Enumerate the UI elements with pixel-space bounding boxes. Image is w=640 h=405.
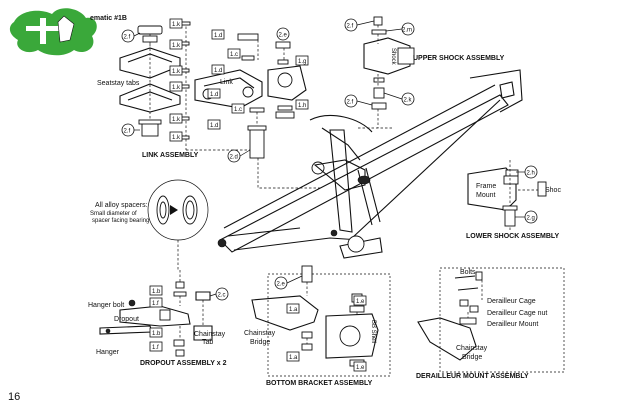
svg-text:1.g: 1.g: [298, 59, 306, 65]
svg-text:1.d: 1.d: [210, 92, 218, 98]
svg-text:2.f: 2.f: [347, 100, 354, 106]
link-callouts: 2.f 2.f 1.k 1.k 1.k 1.k 1.k 1.k 1.d 1.d …: [121, 18, 309, 163]
svg-text:1.e: 1.e: [356, 299, 365, 305]
link-label: Link: [220, 79, 233, 86]
svg-text:1.h: 1.h: [298, 103, 306, 109]
frame: [217, 69, 523, 259]
frame-mount-label-1: Frame: [476, 183, 496, 190]
brand-logo: [9, 8, 97, 56]
svg-text:1.k: 1.k: [172, 117, 181, 123]
spacer-note-1: Small diameter of: [90, 211, 137, 217]
svg-text:1.b: 1.b: [152, 289, 161, 295]
svg-text:2.g: 2.g: [527, 216, 535, 222]
svg-text:2.d: 2.d: [230, 155, 238, 161]
bottom-bracket-title: BOTTOM BRACKET ASSEMBLY: [266, 380, 373, 387]
svg-text:1.d: 1.d: [214, 33, 222, 39]
bb-shell-label: BB Shell: [370, 320, 376, 343]
seatstay-tabs-label: Seatstay tabs: [97, 80, 140, 87]
spacer-detail: [147, 179, 209, 270]
lower-shock-title: LOWER SHOCK ASSEMBLY: [466, 233, 560, 240]
upper-shock-title: UPPER SHOCK ASSEMBLY: [413, 55, 505, 62]
svg-text:1.k: 1.k: [172, 85, 181, 91]
derailleur-mount-label: Derailleur Mount: [487, 321, 538, 328]
upper-shock-assembly: [358, 16, 415, 129]
bb-callouts: 2.e 1.a 1.e 1.a 1.e: [274, 275, 367, 372]
bolts-label: Bolts: [460, 269, 476, 276]
chainstay-tab-label-1: Chainstay: [194, 331, 226, 338]
upper-shock-callouts: 2.f 2.m 2.f 2.k: [344, 18, 415, 108]
derailleur-mount-title: DERAILLEUR MOUNT ASSEMBLY: [416, 373, 529, 380]
dropout-assembly: [99, 270, 213, 357]
bb-chainstay-bridge-label-2: Bridge: [250, 339, 270, 346]
svg-text:1.k: 1.k: [172, 69, 181, 75]
derailleur-cage-nut-label: Derailleur Cage nut: [487, 310, 547, 317]
svg-text:1.d: 1.d: [214, 68, 222, 74]
link-assembly-title: LINK ASSEMBLY: [142, 152, 199, 159]
link-assembly: [119, 21, 322, 189]
bottom-bracket-assembly: [251, 265, 391, 377]
hanger-bolt-label: Hanger bolt: [88, 302, 124, 309]
dropout-label: Dropout: [114, 316, 139, 323]
derailleur-mount-assembly: [417, 267, 565, 373]
chainstay-tab-label-2: Tab: [202, 339, 213, 346]
dm-chainstay-bridge-label-2: Bridge: [462, 354, 482, 361]
hanger-label: Hanger: [96, 349, 120, 356]
spacer-note-2: spacer facing bearing: [92, 218, 149, 224]
derailleur-cage-label: Derailleur Cage: [487, 298, 536, 305]
lower-shock-callouts: 2.h 2.g: [515, 165, 538, 224]
bb-chainstay-bridge-label-1: Chainstay: [244, 330, 276, 337]
svg-text:2.c: 2.c: [218, 293, 226, 299]
dropout-assembly-title: DROPOUT ASSEMBLY x 2: [140, 360, 227, 367]
svg-text:2.f: 2.f: [124, 129, 131, 135]
svg-text:1.a: 1.a: [289, 307, 298, 313]
schematic-label: ematic #1B: [90, 15, 127, 22]
dm-chainstay-bridge-label-1: Chainstay: [456, 345, 488, 352]
svg-text:1.e: 1.e: [356, 365, 365, 371]
dropout-callouts: 1.b 1.f 1.b 1.f 2.c: [149, 285, 229, 352]
svg-text:1.f: 1.f: [152, 345, 159, 351]
svg-text:1.f: 1.f: [152, 301, 159, 307]
svg-text:1.a: 1.a: [289, 355, 298, 361]
svg-text:1.d: 1.d: [210, 123, 218, 129]
shoc-label: Shoc: [545, 187, 561, 194]
svg-text:2.f: 2.f: [347, 24, 354, 30]
svg-text:2.e: 2.e: [277, 282, 286, 288]
svg-text:2.m: 2.m: [402, 28, 412, 34]
frame-mount-label-2: Mount: [476, 192, 496, 199]
svg-text:2.h: 2.h: [527, 171, 535, 177]
svg-text:2.f: 2.f: [124, 35, 131, 41]
svg-text:1.k: 1.k: [172, 22, 181, 28]
svg-text:2.e: 2.e: [279, 33, 288, 39]
svg-text:1.k: 1.k: [172, 135, 181, 141]
svg-text:1.b: 1.b: [152, 331, 161, 337]
shock-label: Shock: [390, 48, 396, 66]
all-alloy-spacers-label: All alloy spacers:: [95, 202, 148, 209]
page-number: 16: [8, 391, 20, 403]
svg-text:1.c: 1.c: [234, 107, 242, 113]
svg-text:1.k: 1.k: [172, 43, 181, 49]
svg-text:2.k: 2.k: [404, 98, 413, 104]
svg-text:1.c: 1.c: [230, 52, 238, 58]
